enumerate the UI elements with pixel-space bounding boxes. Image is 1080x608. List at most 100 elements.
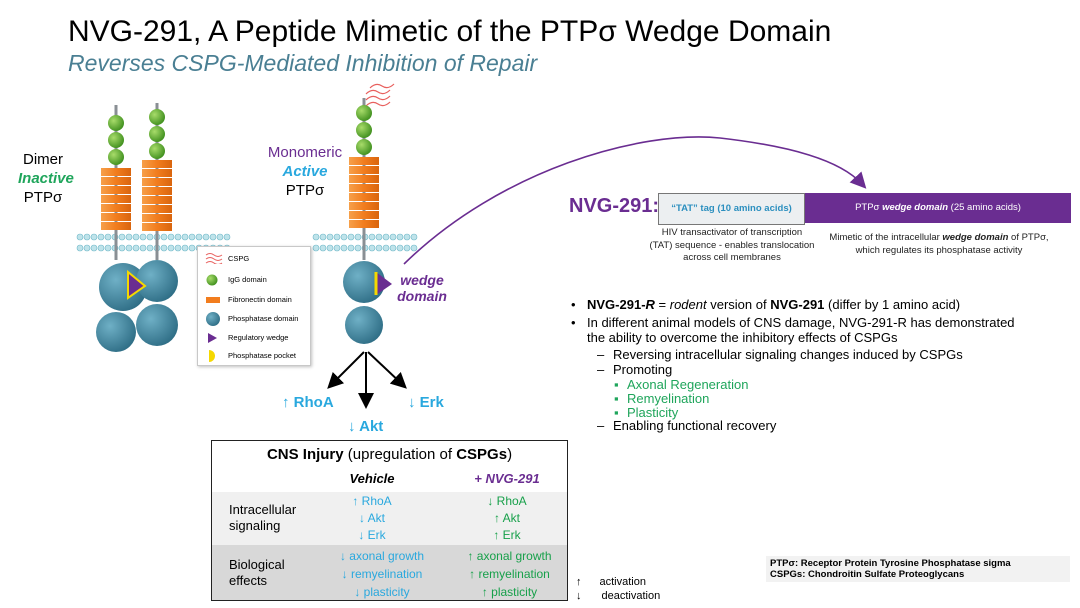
dimer-label-line1: Dimer (23, 151, 63, 168)
row1-vehicle-3: ↓ plasticity (354, 585, 410, 599)
wedge-domain-label: wedge domain (392, 272, 452, 304)
row1-vehicle-1: ↓ axonal growth (339, 549, 425, 563)
row1-label2: effects (229, 573, 268, 588)
abbreviations-box: PTPσ: Receptor Protein Tyrosine Phosphat… (766, 556, 1070, 582)
legend-fibronectin: Fibronectin domain (228, 295, 292, 304)
b1-name: NVG-291 (770, 297, 825, 312)
s3-text: Enabling functional recovery (613, 418, 777, 433)
row1-label1: Biological (229, 557, 285, 572)
dimer-label-inactive: Inactive (18, 170, 74, 187)
dimer-receptor-right (127, 103, 178, 346)
s1-text: Reversing intracellular signaling change… (613, 347, 963, 362)
nvg-291-name: NVG-291: (569, 195, 660, 217)
akt-label: ↓ Akt (348, 418, 384, 435)
row0-label2: signaling (229, 518, 281, 533)
arrow-key: ↑ activation ↓ deactivation (576, 575, 660, 603)
wedge-desc-em: wedge domain (942, 232, 1009, 243)
monomer-label: Monomeric Active PTPσ (262, 143, 348, 200)
row0-nvg-1: ↓ RhoA (487, 494, 527, 508)
monomer-label-ptp: PTPσ (285, 182, 325, 199)
legend-wedge: Regulatory wedge (228, 333, 289, 342)
legend-igg: IgG domain (228, 275, 267, 284)
promote-item-2-text: Remyelination (627, 391, 710, 406)
tat-desc-line3: across cell membranes (683, 252, 781, 263)
b1-rodent: rodent (669, 297, 707, 312)
dimer-label: Dimer Inactive PTPσ (18, 150, 74, 207)
signaling-arrows (327, 351, 407, 409)
monomer-label-active: Active (282, 163, 328, 180)
tat-description: HIV transactivator of transcription (TAT… (616, 227, 848, 265)
col-vehicle: Vehicle (349, 471, 395, 486)
page-title: NVG-291, A Peptide Mimetic of the PTPσ W… (68, 15, 832, 48)
abbrev-cspg: CSPGs: Chondroitin Sulfate Proteoglycans (770, 569, 965, 580)
legend-box: CSPG IgG domain Fibronectin domain Phosp… (197, 246, 311, 366)
row1-nvg-3: ↑ plasticity (481, 585, 538, 599)
wedge-description: Mimetic of the intracellular wedge domai… (812, 232, 1066, 257)
b1-pre: NVG-291- (587, 297, 646, 312)
results-table-title: CNS Injury (upregulation of CSPGs) (212, 446, 567, 463)
row1-vehicle: ↓ axonal growth ↓ remyelination ↓ plasti… (322, 547, 442, 601)
row0-nvg-2: ↑ Akt (493, 511, 520, 525)
igg-domain-icon (206, 274, 218, 286)
regulatory-wedge-icon (208, 333, 217, 343)
key-up-symbol: ↑ (576, 576, 582, 588)
b2-line2: the ability to overcome the inhibitory e… (587, 330, 898, 345)
wedge-domain-box: PTPσ wedge domain (25 amino acids) (805, 193, 1071, 223)
row0-vehicle-1: ↑ RhoA (352, 494, 392, 508)
wedge-label-line2: domain (397, 288, 447, 304)
promote-item-3-text: Plasticity (627, 405, 679, 420)
phosphatase-domain-icon (206, 312, 220, 326)
results-table: CNS Injury (upregulation of CSPGs) Vehic… (211, 440, 568, 601)
row-biological-label: Biological effects (229, 557, 285, 589)
legend-cspg: CSPG (228, 254, 250, 263)
wedge-box-post: (25 amino acids) (948, 202, 1021, 213)
wedge-desc-post: of PTPσ, (1008, 232, 1049, 243)
erk-label: ↓ Erk (408, 394, 444, 411)
abbrev-ptp: PTPσ: Receptor Protein Tyrosine Phosphat… (770, 558, 1011, 569)
col-nvg: + NVG-291 (474, 471, 540, 486)
row0-nvg-3: ↑ Erk (493, 528, 521, 542)
curved-arrow (403, 136, 867, 265)
membrane-right (312, 233, 418, 252)
row1-vehicle-2: ↓ remyelination (341, 567, 423, 581)
tat-desc-line2: (TAT) sequence - enables translocation (649, 239, 815, 251)
s2-text: Promoting (613, 362, 673, 377)
table-title-mid: (upregulation of (343, 446, 457, 463)
monomer-label-line1: Monomeric (267, 144, 343, 161)
row0-vehicle-2: ↓ Akt (358, 511, 385, 525)
row-biological: Biological effects ↓ axonal growth ↓ rem… (212, 545, 567, 600)
dimer-receptor-left (96, 105, 147, 352)
dimer-label-ptp: PTPσ (23, 189, 63, 206)
row0-vehicle-3: ↓ Erk (358, 528, 386, 542)
monomer-receptor (343, 83, 395, 344)
wedge-box-em: wedge domain (882, 202, 949, 213)
b1-mid: = (654, 297, 670, 312)
key-down-label: deactivation (601, 590, 661, 602)
table-title-bold2: CSPGs (456, 446, 508, 463)
key-up-label: activation (599, 576, 646, 588)
tat-tag-box: “TAT” tag (10 amino acids) (658, 193, 805, 225)
row0-vehicle: ↑ RhoA ↓ Akt ↓ Erk (322, 493, 422, 544)
row-intracellular-label: Intracellular signaling (229, 502, 296, 534)
table-title-end: ) (507, 446, 513, 463)
legend-phosphatase: Phosphatase domain (228, 314, 299, 323)
row-intracellular: Intracellular signaling ↑ RhoA ↓ Akt ↓ E… (212, 492, 567, 545)
row1-nvg-1: ↑ axonal growth (467, 549, 552, 563)
row1-nvg: ↑ axonal growth ↑ remyelination ↑ plasti… (452, 547, 567, 601)
key-down-symbol: ↓ (576, 590, 582, 602)
legend-pocket: Phosphatase pocket (228, 351, 296, 360)
b1-end: (differ by 1 amino acid) (824, 297, 961, 312)
wedge-box-pre: PTPσ (855, 202, 883, 213)
rhoa-label: ↑ RhoA (282, 394, 334, 411)
table-title-bold1: CNS Injury (266, 446, 344, 463)
b1-r: R (645, 297, 655, 312)
tat-desc-line1: HIV transactivator of transcription (661, 227, 803, 238)
row1-nvg-2: ↑ remyelination (469, 567, 550, 581)
cspg-icon (205, 253, 223, 264)
wedge-desc-pre: Mimetic of the intracellular (829, 232, 943, 243)
wedge-label-line1: wedge (400, 272, 444, 288)
row0-nvg: ↓ RhoA ↑ Akt ↑ Erk (447, 493, 567, 544)
b2-line1: In different animal models of CNS damage… (587, 315, 1015, 330)
phosphatase-pocket-icon (209, 350, 215, 362)
page-subtitle: Reverses CSPG-Mediated Inhibition of Rep… (68, 50, 538, 76)
